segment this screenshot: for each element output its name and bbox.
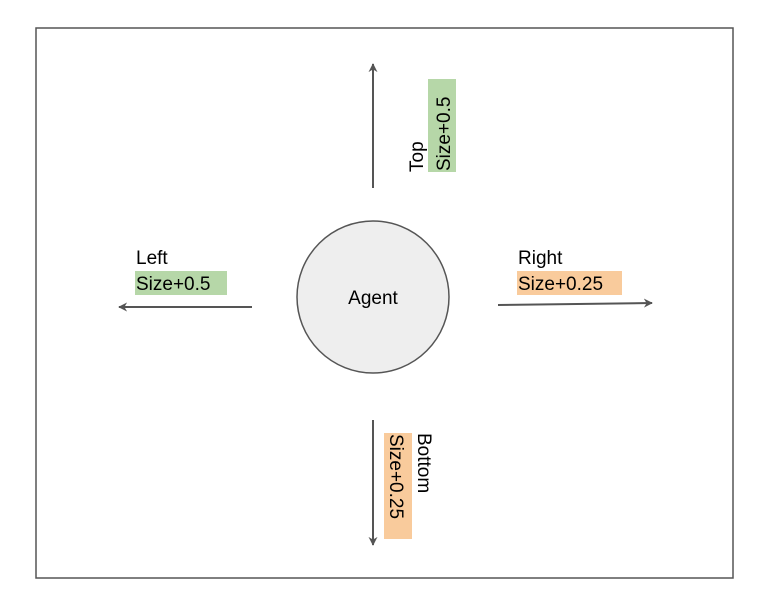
right-modifier: Size+0.25 [518, 274, 603, 295]
left-label: Left [136, 248, 168, 269]
bottom-modifier-bg [384, 433, 412, 539]
right-modifier-bg [517, 271, 622, 295]
right-label: Right [518, 248, 563, 269]
top-modifier: Size+0.5 [434, 97, 455, 171]
arrow-right [497, 298, 653, 308]
top-label: Top [407, 141, 428, 172]
agent-node [296, 220, 450, 374]
top-modifier-bg [428, 79, 456, 172]
left-modifier-bg [135, 271, 227, 295]
bottom-label: Bottom [413, 433, 434, 493]
agent-label: Agent [348, 288, 398, 309]
left-modifier: Size+0.5 [136, 274, 210, 295]
bottom-modifier: Size+0.25 [385, 434, 406, 519]
